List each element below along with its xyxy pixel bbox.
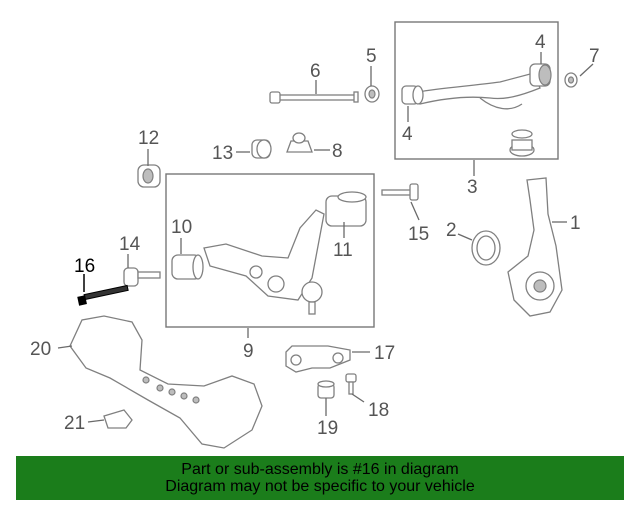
part-4-bushing-left[interactable] bbox=[401, 85, 424, 105]
leader-lines bbox=[57, 52, 594, 423]
callout-4-right: 4 bbox=[535, 32, 546, 53]
assembly-box-9 bbox=[165, 173, 375, 328]
part-lower-ball-joint[interactable] bbox=[301, 281, 323, 315]
part-21-bracket[interactable] bbox=[103, 409, 133, 429]
callout-13: 13 bbox=[212, 143, 233, 164]
callout-2: 2 bbox=[446, 220, 457, 241]
part-18-bolt[interactable] bbox=[345, 373, 357, 395]
part-19-cap[interactable] bbox=[317, 380, 335, 399]
part-17-bracket[interactable] bbox=[285, 345, 351, 373]
part-1-knuckle[interactable] bbox=[507, 177, 563, 317]
part-12-bushing[interactable] bbox=[137, 164, 161, 188]
callout-6: 6 bbox=[310, 61, 321, 82]
part-upper-ball-joint[interactable] bbox=[509, 129, 535, 157]
part-lower-control-arm[interactable] bbox=[203, 209, 325, 301]
part-upper-control-arm[interactable] bbox=[417, 72, 541, 110]
callout-18: 18 bbox=[368, 400, 389, 421]
part-15-bolt[interactable] bbox=[381, 183, 419, 201]
callout-20: 20 bbox=[30, 339, 51, 360]
callout-15: 15 bbox=[408, 224, 429, 245]
part-10-bushing[interactable] bbox=[171, 254, 204, 280]
callout-19: 19 bbox=[317, 418, 338, 439]
assembly-box-3 bbox=[394, 21, 559, 160]
banner-line-2: Diagram may not be specific to your vehi… bbox=[165, 478, 475, 495]
callout-5: 5 bbox=[366, 46, 377, 67]
callout-8: 8 bbox=[332, 141, 343, 162]
part-4-bushing-right[interactable] bbox=[529, 63, 552, 87]
callout-16: 16 bbox=[74, 256, 95, 277]
callout-11: 11 bbox=[333, 240, 353, 261]
part-8-mount[interactable] bbox=[286, 132, 313, 153]
callout-labels: 1 2 3 4 4 5 6 7 8 9 10 11 12 13 14 15 16… bbox=[30, 32, 600, 439]
callout-10: 10 bbox=[171, 217, 192, 238]
callout-12: 12 bbox=[138, 128, 159, 149]
part-5-washer[interactable] bbox=[364, 85, 380, 103]
part-11-bushing[interactable] bbox=[325, 191, 367, 227]
callout-4-left: 4 bbox=[402, 124, 413, 145]
callout-1: 1 bbox=[570, 213, 581, 234]
callout-9: 9 bbox=[243, 341, 254, 362]
part-6-bolt[interactable] bbox=[269, 91, 359, 104]
part-14-bolt[interactable] bbox=[123, 267, 161, 287]
part-20-crossmember[interactable] bbox=[69, 315, 263, 449]
part-7-nut[interactable] bbox=[564, 72, 578, 88]
parts-diagram: 1 2 3 4 4 5 6 7 8 9 10 11 12 13 14 15 16… bbox=[30, 21, 600, 449]
callout-14: 14 bbox=[119, 234, 141, 255]
part-13-bushing[interactable] bbox=[251, 139, 272, 159]
part-16-bolt[interactable] bbox=[77, 284, 129, 306]
callout-7: 7 bbox=[589, 46, 600, 67]
part-2-seal[interactable] bbox=[471, 230, 501, 266]
callout-3: 3 bbox=[467, 177, 478, 198]
callout-21: 21 bbox=[64, 413, 85, 434]
callout-17: 17 bbox=[374, 343, 395, 364]
banner-line-1: Part or sub-assembly is #16 in diagram bbox=[181, 461, 459, 478]
info-banner: Part or sub-assembly is #16 in diagram D… bbox=[16, 456, 624, 500]
